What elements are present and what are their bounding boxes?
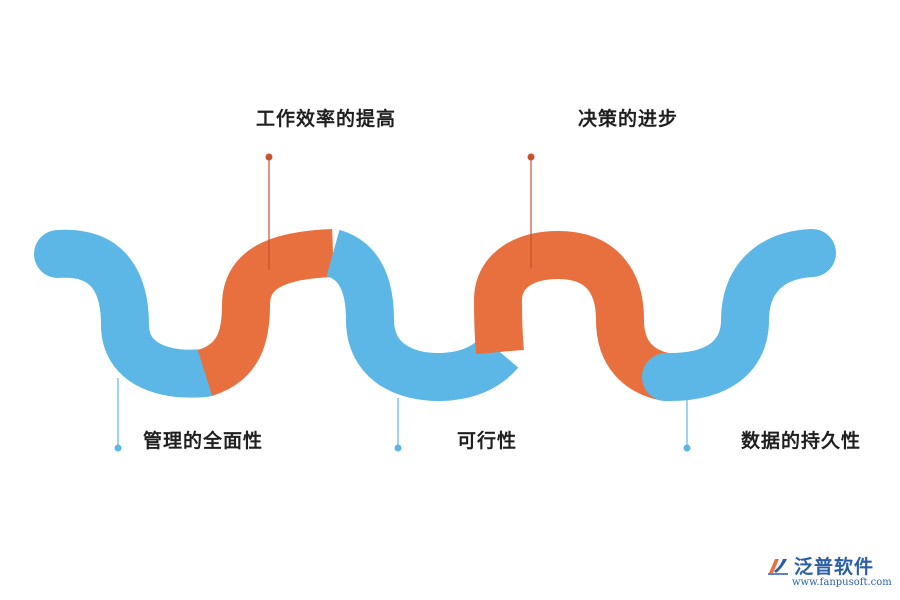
label-top-2: 决策的进步 (578, 108, 679, 130)
connector-dot-bottom-3 (683, 444, 691, 452)
label-bottom-3: 数据的持久性 (741, 430, 862, 452)
connector-dot-top-2 (527, 153, 535, 161)
wave-segment-blue-2 (324, 229, 519, 401)
brand-logo: 泛普软件 www.fanpusoft.com (766, 552, 892, 588)
label-bottom-1: 管理的全面性 (143, 430, 264, 452)
wave-segment-blue-3 (642, 229, 836, 401)
wave-segment-blue-1 (34, 229, 229, 398)
logo-site-text: www.fanpusoft.com (792, 577, 892, 588)
fanpu-logo-icon (768, 558, 788, 575)
wave-segment-orange-1 (196, 229, 335, 396)
connector-dot-top-1 (265, 153, 273, 161)
wave-segment-orange-2 (473, 230, 672, 401)
logo-brand-text: 泛普软件 (794, 556, 875, 578)
connector-dot-bottom-2 (394, 444, 402, 452)
connector-dot-bottom-1 (114, 444, 122, 452)
label-bottom-2: 可行性 (457, 430, 518, 452)
label-top-1: 工作效率的提高 (256, 108, 397, 130)
